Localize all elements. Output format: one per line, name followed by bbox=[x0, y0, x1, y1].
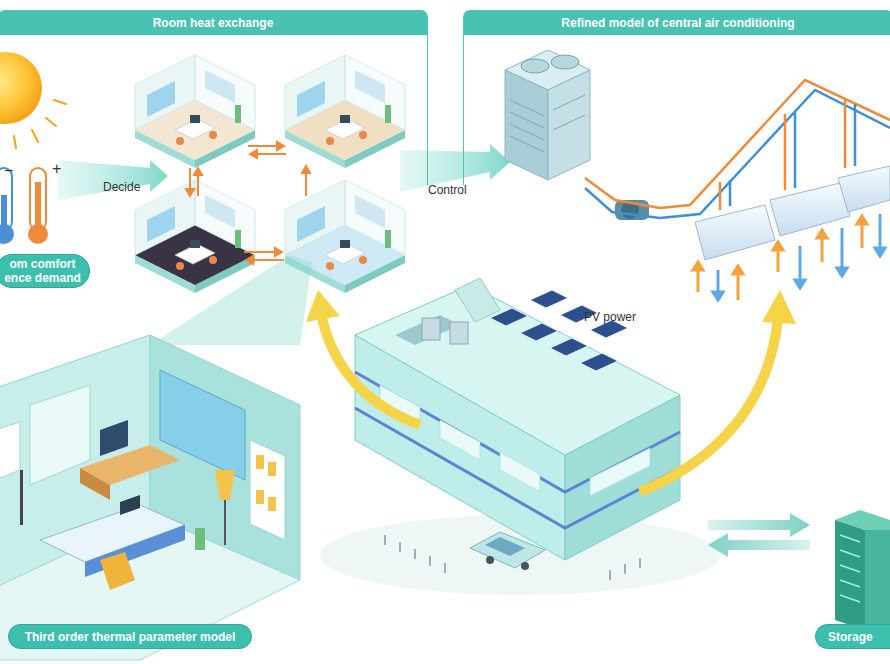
flow-label: Control bbox=[428, 183, 467, 197]
node-text: Storage bbox=[828, 630, 873, 644]
air-flow-arrows bbox=[693, 214, 885, 300]
bollards bbox=[385, 535, 640, 580]
panel-header: Refined model of central air conditionin… bbox=[463, 10, 890, 185]
demand-pill: om comfort ence demand bbox=[0, 254, 90, 288]
plus-sign: + bbox=[52, 160, 61, 178]
heat-exchange-arrows bbox=[186, 142, 310, 264]
detail-room bbox=[0, 335, 300, 660]
thermometer-hot bbox=[28, 168, 48, 244]
room-bedroom bbox=[135, 180, 255, 293]
car bbox=[470, 532, 545, 570]
flow-label: Decide bbox=[103, 180, 140, 194]
room-office bbox=[135, 55, 255, 168]
node-text: Room heat exchange bbox=[0, 11, 427, 35]
panel-header: Room heat exchange bbox=[0, 10, 428, 185]
node-text: om comfort ence demand bbox=[2, 257, 83, 285]
room-meeting bbox=[285, 55, 405, 168]
storage-pill: Storage bbox=[815, 624, 890, 649]
minus-sign: − bbox=[4, 162, 13, 180]
thermometer-cold bbox=[0, 168, 14, 244]
supply-arrows bbox=[306, 290, 796, 492]
model-pill: Third order thermal parameter model bbox=[8, 624, 252, 649]
indoor-units bbox=[695, 166, 890, 260]
zoom-beam bbox=[150, 255, 312, 345]
storage-exchange-arrows bbox=[708, 513, 810, 557]
node-text: Third order thermal parameter model bbox=[25, 630, 236, 644]
node-text: Refined model of central air conditionin… bbox=[464, 11, 890, 35]
pv-label: PV power bbox=[584, 310, 636, 324]
decide-arrow bbox=[58, 160, 168, 200]
storage-rack bbox=[835, 510, 890, 630]
cooling-tower bbox=[505, 50, 590, 180]
sun bbox=[0, 52, 42, 124]
sun-rays bbox=[14, 100, 66, 148]
pipes bbox=[585, 80, 890, 218]
